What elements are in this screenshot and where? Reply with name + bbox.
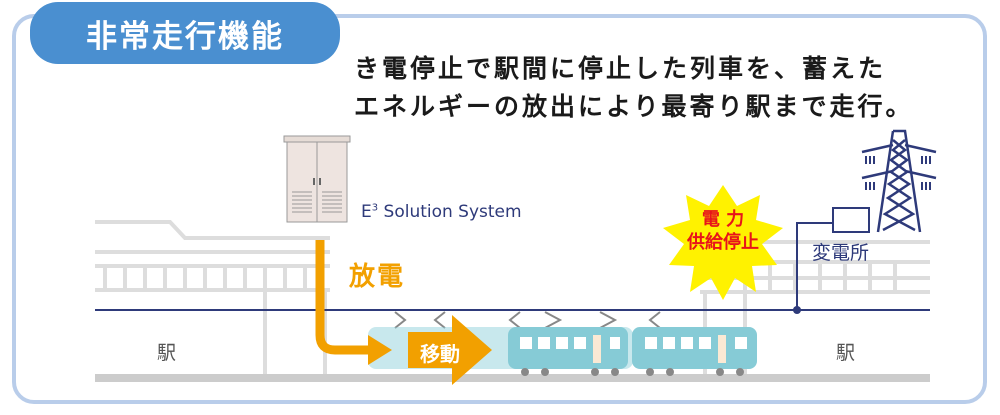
move-arrow <box>408 315 492 385</box>
power-outage-label: 電 力 供給停止 <box>668 208 778 254</box>
station-label-left: 駅 <box>157 342 177 364</box>
discharge-arrow <box>315 240 372 355</box>
feature-title-tab: 非常走行機能 <box>30 2 340 64</box>
discharge-arrowhead <box>368 335 392 365</box>
diagram-frame <box>12 14 987 404</box>
station-label-right: 駅 <box>836 342 856 364</box>
transmission-tower-icon <box>861 129 937 233</box>
discharge-label: 放電 <box>349 262 406 292</box>
storage-cabinet-icon <box>283 135 351 223</box>
wire-junction <box>793 306 801 314</box>
system-label: E3 Solution System <box>361 202 522 222</box>
power-outage-burst-icon <box>663 185 783 300</box>
feature-title: 非常走行機能 <box>86 18 284 55</box>
system-label-prefix: E <box>361 202 372 222</box>
station-building-left <box>95 220 330 375</box>
move-label: 移動 <box>420 342 460 366</box>
system-label-suffix: Solution System <box>378 202 522 222</box>
power-outage-line1: 電 力 <box>701 209 745 230</box>
headline: き電停止で駅間に停止した列車を、蓄えた エネルギーの放出により最寄り駅まで走行。 <box>354 50 914 126</box>
system-label-superscript: 3 <box>371 202 379 214</box>
pantographs <box>394 311 661 329</box>
headline-line2: エネルギーの放出により最寄り駅まで走行。 <box>354 92 914 121</box>
substation-label: 変電所 <box>812 242 870 264</box>
train <box>508 327 757 376</box>
headline-line1: き電停止で駅間に停止した列車を、蓄えた <box>354 54 887 83</box>
track <box>95 374 930 382</box>
power-outage-line2: 供給停止 <box>687 232 759 253</box>
substation-icon <box>796 207 870 310</box>
